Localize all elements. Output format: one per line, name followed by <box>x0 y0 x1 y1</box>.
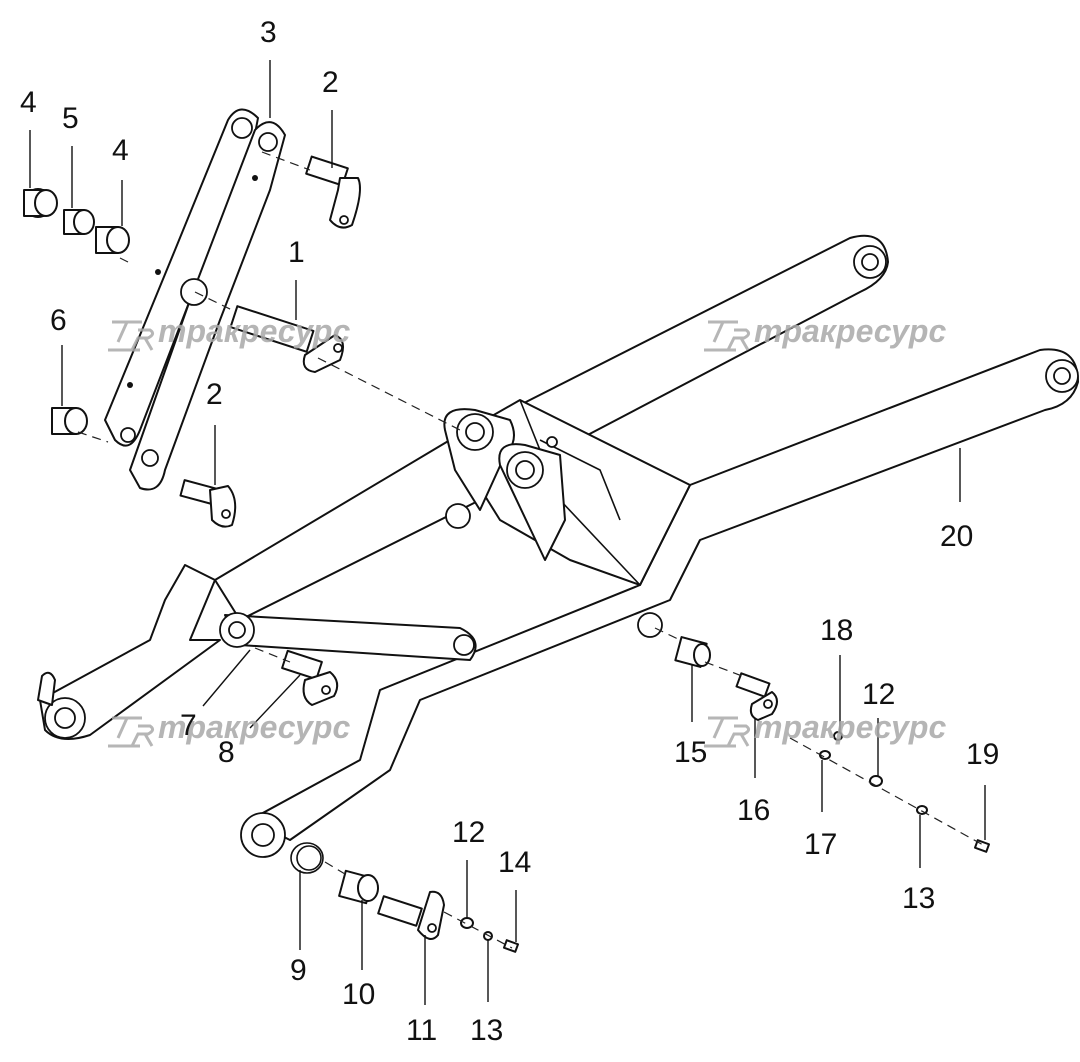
callout-4-left: 4 <box>20 86 37 119</box>
callout-11: 11 <box>406 1014 437 1047</box>
callout-14: 14 <box>498 846 531 879</box>
watermark-text: тракресурс <box>158 313 350 349</box>
boom-arm-front <box>249 348 1079 841</box>
watermark-top-right: тракресурс <box>704 313 946 352</box>
bushing-15 <box>674 636 711 668</box>
callout-18: 18 <box>820 614 853 647</box>
upper-link-assembly <box>104 108 286 491</box>
watermark-bottom-right: тракресурс <box>704 709 946 748</box>
small-hardware <box>460 731 991 953</box>
watermark-text: тракресурс <box>754 709 946 745</box>
watermark-top-left: тракресурс <box>108 313 350 352</box>
watermark-text: тракресурс <box>754 313 946 349</box>
bushing-4-a <box>23 188 58 218</box>
bracket-tab-left <box>37 671 56 706</box>
bushing-5 <box>63 209 95 235</box>
pin-16 <box>735 672 778 721</box>
boom-link-bar <box>224 614 477 661</box>
callout-20: 20 <box>940 520 973 553</box>
ring-9 <box>290 842 324 874</box>
callout-2-top: 2 <box>322 66 339 99</box>
watermark-logo <box>704 716 751 748</box>
pin-2-top <box>305 155 361 229</box>
callout-labels: 1 2 2 3 4 4 5 6 7 8 9 10 11 12 12 13 13 … <box>20 16 999 1047</box>
callout-6: 6 <box>50 304 67 337</box>
link-plate-rear <box>104 108 259 447</box>
callout-7: 7 <box>180 709 197 742</box>
callout-16: 16 <box>737 794 770 827</box>
callout-19: 19 <box>966 738 999 771</box>
callout-8: 8 <box>218 736 235 769</box>
callout-5: 5 <box>62 102 79 135</box>
callout-15: 15 <box>674 736 707 769</box>
callout-13-left: 13 <box>470 1014 503 1047</box>
assembly-axes <box>77 151 986 949</box>
bolt-19 <box>973 839 991 853</box>
link-plate-front <box>129 121 286 491</box>
callout-17: 17 <box>804 828 837 861</box>
bushing-6 <box>51 407 88 435</box>
callout-10: 10 <box>342 978 375 1011</box>
callout-4-right: 4 <box>112 134 129 167</box>
watermark-text: тракресурс <box>158 709 350 745</box>
callout-13-right: 13 <box>902 882 935 915</box>
callout-3: 3 <box>260 16 277 49</box>
nut-18 <box>833 731 843 741</box>
watermark-logo <box>108 320 155 352</box>
bushing-4-b <box>95 226 130 254</box>
bushing-10 <box>338 869 379 905</box>
callout-2-bottom: 2 <box>206 378 223 411</box>
bolt-14 <box>502 939 520 953</box>
pin-8 <box>281 649 339 706</box>
watermark-logo <box>108 716 155 748</box>
callout-12-left: 12 <box>452 816 485 849</box>
leader-lines <box>29 60 986 1005</box>
callout-12-right: 12 <box>862 678 895 711</box>
pin-1 <box>229 305 345 373</box>
watermark-bottom-left: тракресурс <box>108 709 350 748</box>
boom-arm-lower-left <box>39 564 221 740</box>
watermark-logo <box>704 320 751 352</box>
washer-12-right <box>869 775 883 787</box>
pin-11 <box>377 890 445 940</box>
callout-1: 1 <box>288 236 305 269</box>
pin-2-bottom <box>179 479 237 528</box>
callout-9: 9 <box>290 954 307 987</box>
